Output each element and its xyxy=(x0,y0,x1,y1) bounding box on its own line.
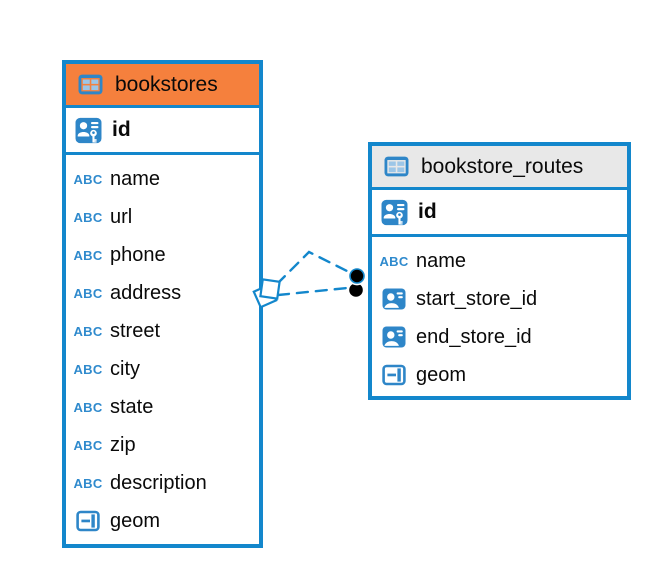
text-type-icon: ABC xyxy=(72,400,104,415)
text-type-icon: ABC xyxy=(72,248,104,263)
abc-label: ABC xyxy=(73,361,103,377)
column-name: zip xyxy=(110,433,136,456)
primary-key-name: id xyxy=(418,200,437,223)
column-name: geom xyxy=(110,509,161,532)
abc-label: ABC xyxy=(73,209,103,225)
column-name: description xyxy=(110,471,207,494)
column-name: geom xyxy=(416,363,467,386)
column-name: phone xyxy=(110,243,166,266)
text-type-icon: ABC xyxy=(72,210,104,225)
column-name: city xyxy=(110,357,140,380)
table-icon xyxy=(74,72,106,97)
abc-label: ABC xyxy=(73,323,103,339)
column-name: state xyxy=(110,395,154,418)
column-name: end_store_id xyxy=(416,325,532,348)
text-type-icon: ABC xyxy=(72,476,104,491)
table-title: bookstores xyxy=(115,72,218,96)
column-list: ABC name start_store_id end_store_id ge xyxy=(372,237,627,394)
abc-label: ABC xyxy=(73,399,103,415)
text-type-icon: ABC xyxy=(72,286,104,301)
text-type-icon: ABC xyxy=(72,438,104,453)
relationship-dashed-lines xyxy=(275,250,353,297)
text-type-icon: ABC xyxy=(72,324,104,339)
table-bookstores[interactable]: bookstores id ABC name ABC url ABC phone… xyxy=(62,60,263,548)
table-bookstore-routes[interactable]: bookstore_routes id ABC name start_store… xyxy=(368,142,631,400)
table-title: bookstore_routes xyxy=(421,154,584,178)
column-name: street xyxy=(110,319,161,342)
abc-label: ABC xyxy=(73,437,103,453)
column-row-geom[interactable]: geom xyxy=(372,356,627,394)
primary-key-row[interactable]: id xyxy=(372,190,627,237)
column-name: name xyxy=(110,167,161,190)
column-row-address[interactable]: ABC address xyxy=(66,274,259,312)
foreign-key-badge-icon xyxy=(378,287,410,311)
column-row-name[interactable]: ABC name xyxy=(66,160,259,198)
column-name: url xyxy=(110,205,133,228)
column-name: start_store_id xyxy=(416,287,538,310)
column-row-url[interactable]: ABC url xyxy=(66,198,259,236)
abc-label: ABC xyxy=(73,285,103,301)
column-row-city[interactable]: ABC city xyxy=(66,350,259,388)
text-type-icon: ABC xyxy=(378,254,410,269)
column-row-phone[interactable]: ABC phone xyxy=(66,236,259,274)
geometry-type-icon xyxy=(378,363,410,387)
table-bookstores-header[interactable]: bookstores xyxy=(66,64,259,108)
foreign-key-badge-icon xyxy=(378,325,410,349)
table-bookstore-routes-header[interactable]: bookstore_routes xyxy=(372,146,627,190)
abc-label: ABC xyxy=(73,171,103,187)
column-row-name[interactable]: ABC name xyxy=(372,242,627,280)
column-row-start-store-id[interactable]: start_store_id xyxy=(372,280,627,318)
text-type-icon: ABC xyxy=(72,362,104,377)
primary-key-user-key-icon xyxy=(378,199,410,226)
column-row-description[interactable]: ABC description xyxy=(66,464,259,502)
geometry-type-icon xyxy=(72,509,104,533)
column-row-end-store-id[interactable]: end_store_id xyxy=(372,318,627,356)
text-type-icon: ABC xyxy=(72,172,104,187)
abc-label: ABC xyxy=(379,253,409,269)
column-name: name xyxy=(416,249,467,272)
column-row-geom[interactable]: geom xyxy=(66,502,259,540)
table-icon xyxy=(380,154,412,179)
connector-dots-end-marker xyxy=(347,266,367,297)
column-list: ABC name ABC url ABC phone ABC address A… xyxy=(66,155,259,540)
column-row-zip[interactable]: ABC zip xyxy=(66,426,259,464)
primary-key-name: id xyxy=(112,118,131,141)
primary-key-row[interactable]: id xyxy=(66,108,259,155)
column-name: address xyxy=(110,281,182,304)
column-row-street[interactable]: ABC street xyxy=(66,312,259,350)
column-row-state[interactable]: ABC state xyxy=(66,388,259,426)
primary-key-user-key-icon xyxy=(72,117,104,144)
abc-label: ABC xyxy=(73,475,103,491)
abc-label: ABC xyxy=(73,247,103,263)
